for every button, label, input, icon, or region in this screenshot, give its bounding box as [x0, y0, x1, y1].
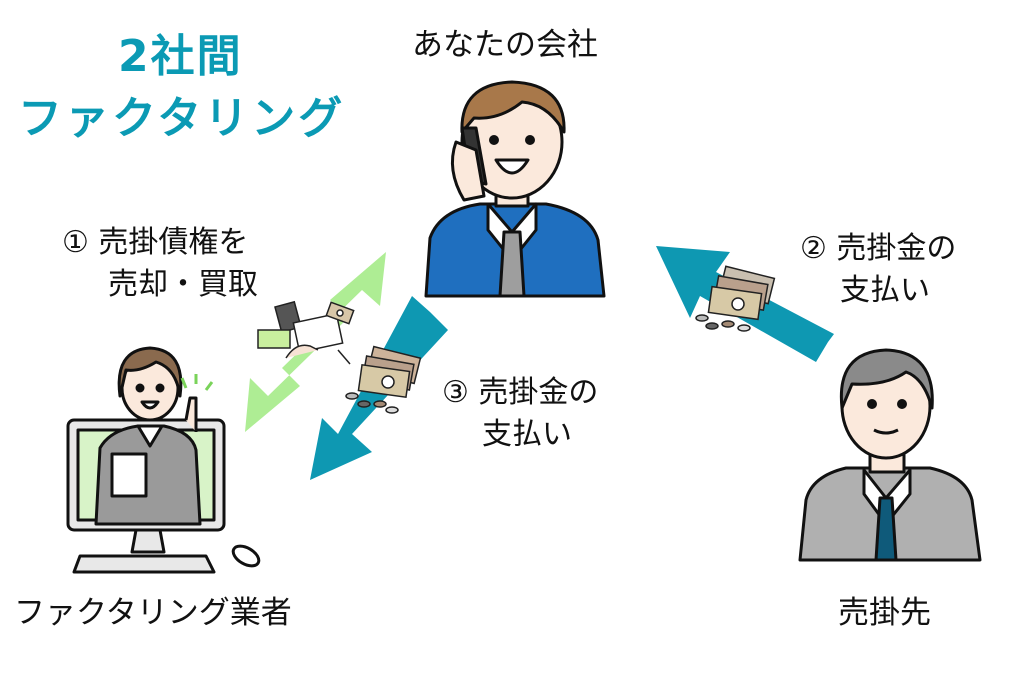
step2-label: ② 売掛金の 支払い	[800, 228, 956, 312]
your-company-person-illustration	[424, 80, 606, 298]
factoring-company-label: ファクタリング業者	[14, 595, 292, 631]
your-company-label: あなたの会社	[412, 27, 598, 63]
diagram-title-line2: ファクタリング	[18, 93, 346, 144]
step3-line1: ③ 売掛金の	[442, 375, 599, 410]
step1-line2: 売却・買取	[108, 267, 258, 302]
customer-person-illustration	[798, 348, 982, 562]
factoring-company-person-illustration	[66, 346, 261, 574]
step2-line1: ② 売掛金の	[800, 231, 957, 266]
step2-line2: 支払い	[840, 273, 930, 308]
documents-calculator-icon	[257, 300, 355, 365]
step3-line2: 支払い	[482, 417, 572, 452]
step3-label: ③ 売掛金の 支払い	[442, 372, 598, 456]
money-icon	[345, 345, 422, 414]
diagram-title-line1: 2社間	[118, 31, 243, 82]
step1-label: ① 売掛債権を 売却・買取	[62, 222, 258, 306]
customer-label: 売掛先	[838, 595, 931, 631]
step1-line1: ① 売掛債権を	[62, 225, 249, 260]
money-icon	[695, 265, 776, 332]
